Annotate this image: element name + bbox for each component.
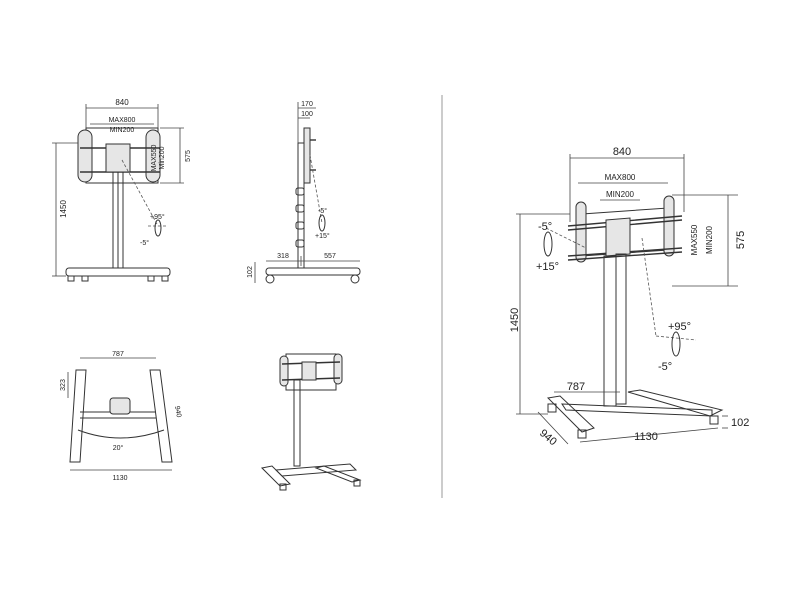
- side-base-rear: 557: [324, 253, 336, 260]
- side-depth-inner: 100: [301, 111, 313, 118]
- top-leg-right: [149, 369, 173, 463]
- side-caster-front: [265, 274, 275, 284]
- caster-left: [67, 275, 75, 282]
- caster-right: [161, 275, 169, 282]
- front-vesa-min-h: Min200: [159, 146, 166, 169]
- small-iso-view: [260, 353, 362, 491]
- top-leg-length: 940: [173, 405, 182, 418]
- side-tilt-up: +15°: [315, 232, 330, 240]
- front-vesa-max-h: MAX550: [151, 144, 158, 171]
- iso-tilt-left-up: +15°: [536, 261, 559, 273]
- iso-tilt-right: [671, 331, 681, 357]
- iso-vesa-min-w: MIN200: [606, 190, 635, 199]
- iso-right-bracket: [663, 195, 675, 257]
- iso-total-height: 1450: [509, 308, 521, 332]
- iso-tilt-left: [543, 231, 553, 257]
- iso-vesa-min-h: MIN200: [705, 225, 714, 254]
- top-offset: 323: [60, 379, 67, 391]
- left-bracket: [77, 129, 93, 183]
- side-base: [265, 267, 361, 276]
- large-iso-view: 840 MAX800 MIN200 MAX550 MIN200 575 1450…: [509, 146, 749, 448]
- small-iso-column: [293, 379, 301, 467]
- side-caster-rear: [350, 274, 360, 284]
- base-bar: [65, 267, 171, 277]
- side-bracket: [303, 127, 311, 184]
- front-vesa-min-w: MIN200: [110, 127, 135, 134]
- iso-left-bracket: [575, 201, 587, 263]
- right-bracket: [145, 129, 161, 183]
- top-view: 20° 787 323 940 1130: [60, 351, 182, 482]
- iso-base-left: [546, 395, 595, 433]
- iso-base-inner: 787: [567, 381, 585, 393]
- tilt-indicator: [154, 219, 162, 237]
- side-base-front: 318: [277, 253, 289, 260]
- iso-base-height: 102: [731, 417, 749, 429]
- iso-tilt-left-down: -5°: [538, 221, 552, 233]
- center-plate: [105, 143, 131, 173]
- top-leg-left: [69, 369, 87, 463]
- front-tilt-up: +95°: [150, 213, 165, 221]
- side-base-height: 102: [247, 266, 254, 278]
- iso-tilt-right-up: +95°: [668, 321, 691, 333]
- iso-bracket-height: 575: [735, 231, 747, 249]
- front-total-height: 1450: [59, 200, 68, 218]
- iso-center-plate: [605, 217, 631, 257]
- iso-base-right: [627, 389, 724, 417]
- iso-vesa-max-w: MAX800: [605, 173, 636, 182]
- side-view: 170 100 -5° +15° 318 557 102: [247, 101, 361, 284]
- front-view: 840 MAX800 MIN200 MAX550 Min200 575 1450…: [52, 98, 192, 282]
- front-width-label: 840: [115, 98, 129, 107]
- iso-vesa-max-h: MAX550: [690, 224, 699, 255]
- top-base-width: 1130: [112, 475, 127, 482]
- top-column: [109, 397, 131, 415]
- iso-column: [603, 255, 617, 407]
- front-tilt-down: -5°: [140, 239, 149, 247]
- side-depth-outer: 170: [301, 101, 313, 108]
- iso-base-width: 1130: [634, 431, 658, 443]
- iso-tilt-right-down: -5°: [658, 361, 672, 373]
- top-inner-width: 787: [112, 351, 124, 358]
- top-angle: 20°: [113, 444, 124, 452]
- front-vesa-max-w: MAX800: [109, 117, 136, 124]
- front-bracket-height: 575: [185, 150, 192, 162]
- side-tilt-down: -5°: [318, 207, 327, 215]
- iso-width: 840: [613, 146, 631, 158]
